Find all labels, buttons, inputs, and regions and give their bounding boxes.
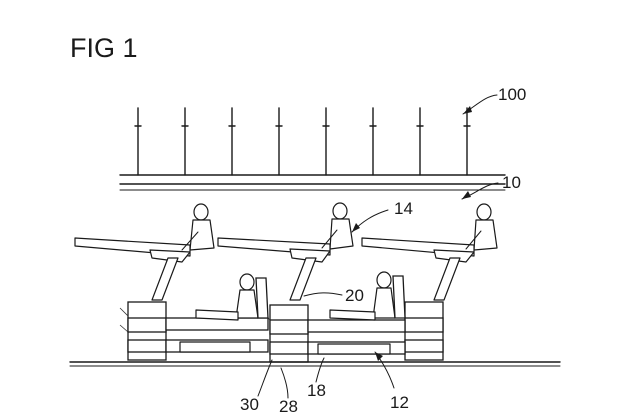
ceiling-post bbox=[322, 107, 330, 176]
ceiling-post bbox=[134, 107, 142, 176]
ceiling-post bbox=[181, 107, 189, 176]
ref-label-100: 100 bbox=[498, 85, 526, 104]
ref-label-10: 10 bbox=[502, 173, 521, 192]
upper-deck-floor bbox=[119, 174, 506, 191]
upper-passengers bbox=[74, 202, 498, 301]
ceiling-posts bbox=[134, 107, 471, 176]
seat-block-3 bbox=[404, 301, 444, 361]
ref-20: 20 bbox=[303, 286, 364, 305]
ref-label-28: 28 bbox=[279, 397, 298, 416]
seat-block-2 bbox=[261, 304, 309, 363]
ceiling-post bbox=[369, 107, 377, 176]
ref-label-12: 12 bbox=[390, 393, 409, 412]
bottom-refs: 30 28 18 12 bbox=[240, 351, 409, 416]
upper-passenger-2 bbox=[217, 202, 354, 301]
ref-10: 10 bbox=[461, 173, 521, 200]
ceiling-post bbox=[416, 107, 424, 176]
ref-100: 100 bbox=[462, 85, 526, 115]
lower-passenger-2 bbox=[307, 271, 406, 355]
ref-14: 14 bbox=[351, 199, 413, 233]
ceiling-post bbox=[463, 107, 471, 176]
upper-passenger-1 bbox=[74, 203, 215, 301]
lower-passenger-1 bbox=[165, 273, 269, 353]
ref-label-20: 20 bbox=[345, 286, 364, 305]
figure-title: FIG 1 bbox=[70, 33, 138, 63]
ceiling-post bbox=[228, 107, 236, 176]
ref-label-18: 18 bbox=[307, 381, 326, 400]
ref-label-30: 30 bbox=[240, 395, 259, 414]
main-deck-floor bbox=[69, 361, 561, 367]
ref-label-14: 14 bbox=[394, 199, 413, 218]
lower-passengers bbox=[165, 271, 406, 355]
seat-block-1 bbox=[119, 301, 167, 361]
upper-passenger-3 bbox=[361, 203, 498, 301]
ceiling-post bbox=[275, 107, 283, 176]
